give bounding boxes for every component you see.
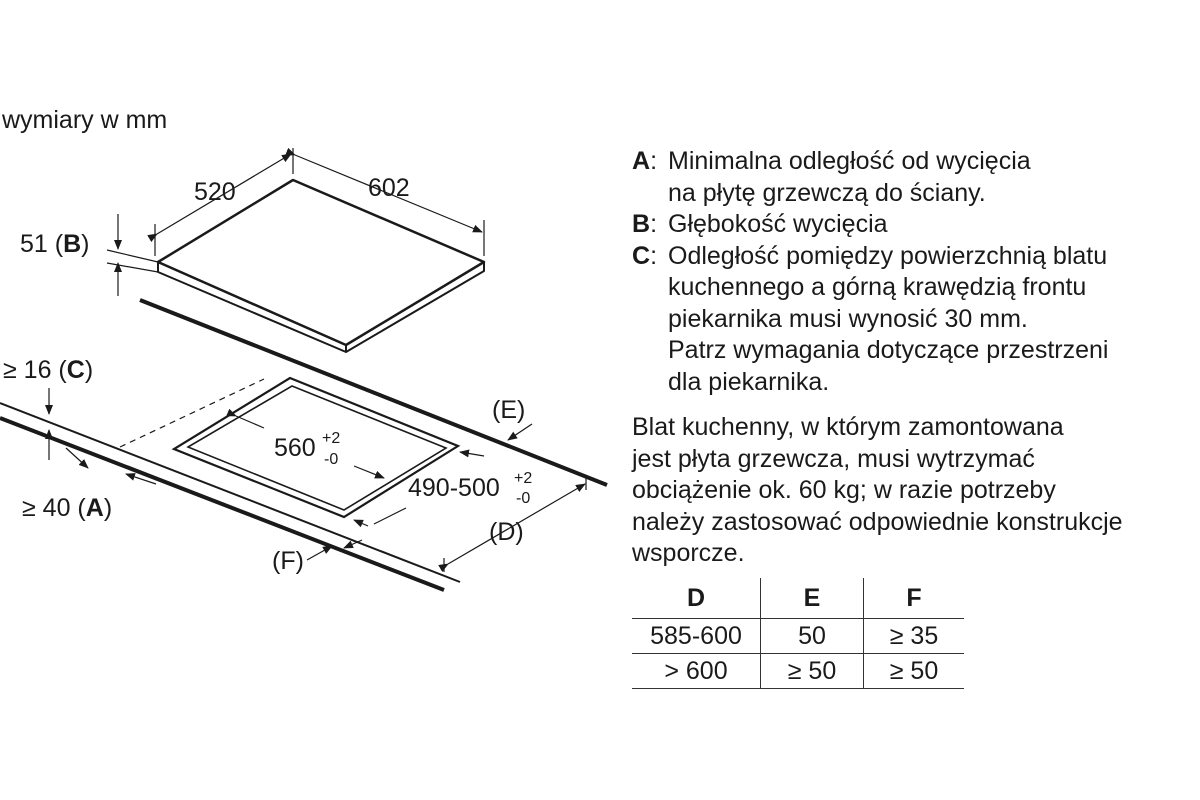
table-header-f: F — [863, 578, 964, 619]
table-header-d: D — [632, 578, 761, 619]
note-line: należy zastosować odpowiednie konstrukcj… — [632, 507, 1123, 536]
legend-text: Odległość pomiędzy powierzchnią blatu — [668, 241, 1108, 270]
cut-width-tolerance-plus: +2 — [322, 430, 340, 447]
table-cell: ≥ 35 — [863, 618, 964, 654]
legend-text: Głębokość wycięcia — [668, 210, 888, 238]
table-header-row: D E F — [632, 578, 964, 619]
load-note: Blat kuchenny, w którym zamontowana jest… — [632, 412, 1198, 570]
installation-diagram: 602 520 51 (B) ≥ 16 (C) ≥ 40 (A) 560 +2 … — [0, 147, 608, 592]
table-cell: 585-600 — [632, 618, 761, 654]
units-label: wymiary w mm — [2, 106, 168, 134]
table-cell: > 600 — [632, 653, 761, 689]
width-label: 602 — [368, 174, 410, 202]
table-cell: ≥ 50 — [760, 653, 864, 689]
legend-text: Minimalna odległość od wycięcia — [668, 147, 1031, 175]
legend-key: A — [632, 147, 651, 175]
height-label: 51 (B) — [20, 230, 89, 258]
edge-f-label: (F) — [272, 547, 304, 575]
depth-label: 520 — [194, 178, 236, 206]
legend-key: C — [632, 241, 651, 270]
cutout-dimension-lines — [45, 388, 587, 572]
table-cell: 50 — [760, 618, 864, 654]
legend: A: Minimalna odległość od wycięcia na pł… — [632, 146, 1198, 398]
cut-width-tolerance-minus: -0 — [324, 451, 338, 468]
legend-text: piekarnika musi wynosić 30 mm. — [668, 304, 1028, 333]
depth-d-label: (D) — [489, 518, 524, 546]
legend-text: dla piekarnika. — [668, 367, 830, 396]
cut-depth-tolerance-minus: -0 — [516, 490, 530, 507]
gap-a-label: ≥ 40 (A) — [22, 494, 112, 522]
note-line: wsporcze. — [632, 539, 745, 567]
table-header-e: E — [760, 578, 864, 619]
legend-item-a: A: Minimalna odległość od wycięcia — [632, 146, 1198, 178]
legend-text: Patrz wymagania dotyczące przestrzeni — [668, 336, 1109, 364]
edge-e-label: (E) — [492, 396, 525, 424]
legend-item-c: C: Odległość pomiędzy powierzchnią blatu — [632, 241, 1198, 273]
legend-text: kuchennego a górną krawędzią frontu — [668, 273, 1087, 301]
note-line: obciążenie ok. 60 kg; w razie potrzeby — [632, 476, 1056, 504]
cut-depth-tolerance-plus: +2 — [514, 470, 532, 487]
note-line: jest płyta grzewcza, musi wytrzymać — [632, 444, 1035, 473]
gap-c-label: ≥ 16 (C) — [3, 356, 93, 384]
legend-key: B — [632, 210, 651, 238]
table-row: > 600 ≥ 50 ≥ 50 — [632, 653, 964, 689]
cooktop-dimension-lines — [106, 147, 485, 296]
table-row: 585-600 50 ≥ 35 — [632, 618, 964, 654]
countertop — [0, 298, 608, 592]
note-line: Blat kuchenny, w którym zamontowana — [632, 413, 1064, 441]
legend-item-b: B: Głębokość wycięcia — [632, 209, 1198, 241]
cut-width-label: 560 — [274, 434, 316, 462]
clearance-table: D E F 585-600 50 ≥ 35 > 600 ≥ 50 ≥ 50 — [632, 578, 964, 689]
legend-text: na płytę grzewczą do ściany. — [668, 178, 986, 207]
table-cell: ≥ 50 — [863, 653, 964, 689]
cut-depth-label: 490-500 — [408, 474, 500, 502]
